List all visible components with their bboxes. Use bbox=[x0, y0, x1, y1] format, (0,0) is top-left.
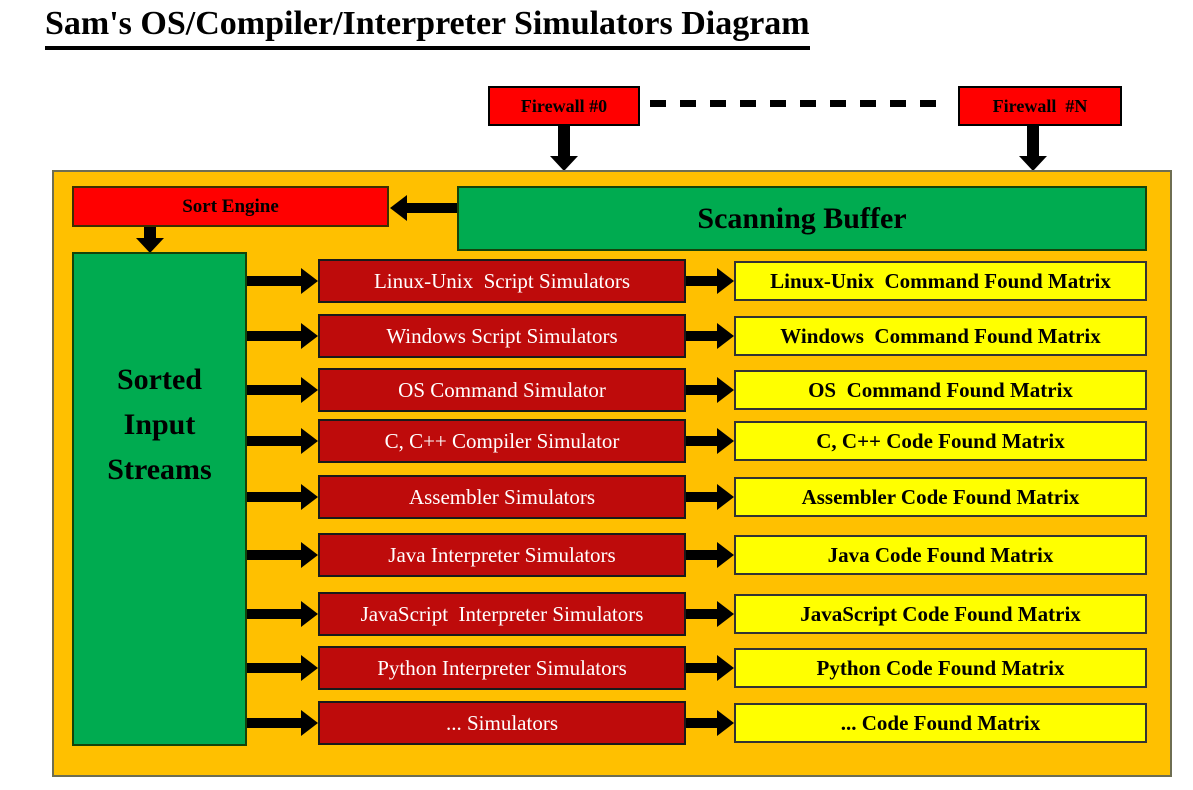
matrix-box: Linux-Unix Command Found Matrix bbox=[734, 261, 1147, 301]
arrow-simulator-to-matrix bbox=[686, 377, 734, 403]
arrow-stream-to-simulator bbox=[247, 484, 318, 510]
matrix-label: Java Code Found Matrix bbox=[827, 542, 1054, 567]
arrow-simulator-to-matrix bbox=[686, 542, 734, 568]
simulator-box: Java Interpreter Simulators bbox=[318, 533, 686, 577]
arrow-simulator-to-matrix bbox=[686, 484, 734, 510]
simulator-box: Assembler Simulators bbox=[318, 475, 686, 519]
simulator-label: OS Command Simulator bbox=[398, 377, 606, 402]
firewall-dashed-connector bbox=[650, 100, 950, 107]
sorted-input-streams-line1: Sorted bbox=[117, 363, 202, 396]
diagram-title: Sam's OS/Compiler/Interpreter Simulators… bbox=[45, 5, 810, 50]
matrix-box: Windows Command Found Matrix bbox=[734, 316, 1147, 356]
sort-engine-label: Sort Engine bbox=[182, 195, 279, 217]
arrow-simulator-to-matrix bbox=[686, 268, 734, 294]
simulator-box: OS Command Simulator bbox=[318, 368, 686, 412]
simulator-label: C, C++ Compiler Simulator bbox=[384, 428, 620, 453]
arrow-firewalln-to-container bbox=[1019, 126, 1047, 171]
simulator-label: Python Interpreter Simulators bbox=[377, 655, 627, 680]
matrix-box: C, C++ Code Found Matrix bbox=[734, 421, 1147, 461]
simulator-label: Windows Script Simulators bbox=[386, 323, 618, 348]
firewall-n-label: Firewall #N bbox=[992, 95, 1088, 116]
sorted-input-streams-line2: Input bbox=[123, 408, 196, 441]
arrow-buffer-to-sort-engine bbox=[390, 195, 457, 221]
matrix-label: Windows Command Found Matrix bbox=[780, 323, 1101, 348]
arrow-stream-to-simulator bbox=[247, 655, 318, 681]
sort-engine-box: Sort Engine bbox=[72, 186, 389, 227]
arrow-stream-to-simulator bbox=[247, 601, 318, 627]
arrow-simulator-to-matrix bbox=[686, 323, 734, 349]
firewall-0-label: Firewall #0 bbox=[520, 95, 608, 116]
arrow-stream-to-simulator bbox=[247, 323, 318, 349]
matrix-box: ... Code Found Matrix bbox=[734, 703, 1147, 743]
arrow-stream-to-simulator bbox=[247, 377, 318, 403]
simulator-box: Linux-Unix Script Simulators bbox=[318, 259, 686, 303]
simulator-label: Assembler Simulators bbox=[408, 484, 596, 509]
matrix-label: OS Command Found Matrix bbox=[808, 377, 1073, 402]
arrow-stream-to-simulator bbox=[247, 710, 318, 736]
simulator-box: C, C++ Compiler Simulator bbox=[318, 419, 686, 463]
arrow-simulator-to-matrix bbox=[686, 710, 734, 736]
simulator-label: Linux-Unix Script Simulators bbox=[373, 268, 631, 293]
matrix-box: Python Code Found Matrix bbox=[734, 648, 1147, 688]
matrix-label: Python Code Found Matrix bbox=[816, 655, 1065, 680]
scanning-buffer-label: Scanning Buffer bbox=[697, 201, 907, 235]
simulator-label: Java Interpreter Simulators bbox=[388, 542, 616, 567]
matrix-label: Linux-Unix Command Found Matrix bbox=[770, 268, 1111, 293]
simulator-label: JavaScript Interpreter Simulators bbox=[360, 601, 644, 626]
matrix-label: C, C++ Code Found Matrix bbox=[816, 428, 1065, 453]
matrix-label: JavaScript Code Found Matrix bbox=[800, 601, 1081, 626]
firewall-0-box: Firewall #0 bbox=[488, 86, 640, 126]
matrix-box: Assembler Code Found Matrix bbox=[734, 477, 1147, 517]
simulator-box: Python Interpreter Simulators bbox=[318, 646, 686, 690]
matrix-label: ... Code Found Matrix bbox=[840, 710, 1041, 735]
arrow-firewall0-to-container bbox=[550, 126, 578, 171]
arrow-simulator-to-matrix bbox=[686, 428, 734, 454]
sorted-input-streams-line3: Streams bbox=[107, 453, 212, 486]
simulator-box: JavaScript Interpreter Simulators bbox=[318, 592, 686, 636]
matrix-box: JavaScript Code Found Matrix bbox=[734, 594, 1147, 634]
simulator-label: ... Simulators bbox=[445, 710, 558, 735]
arrow-stream-to-simulator bbox=[247, 542, 318, 568]
simulator-box: Windows Script Simulators bbox=[318, 314, 686, 358]
arrow-simulator-to-matrix bbox=[686, 655, 734, 681]
scanning-buffer-box: Scanning Buffer bbox=[457, 186, 1147, 251]
simulator-box: ... Simulators bbox=[318, 701, 686, 745]
matrix-label: Assembler Code Found Matrix bbox=[801, 484, 1080, 509]
arrow-stream-to-simulator bbox=[247, 268, 318, 294]
matrix-box: OS Command Found Matrix bbox=[734, 370, 1147, 410]
arrow-simulator-to-matrix bbox=[686, 601, 734, 627]
arrow-sort-engine-to-streams bbox=[136, 227, 164, 253]
matrix-box: Java Code Found Matrix bbox=[734, 535, 1147, 575]
arrow-stream-to-simulator bbox=[247, 428, 318, 454]
firewall-n-box: Firewall #N bbox=[958, 86, 1122, 126]
sorted-input-streams-box: Sorted Input Streams bbox=[72, 252, 247, 746]
